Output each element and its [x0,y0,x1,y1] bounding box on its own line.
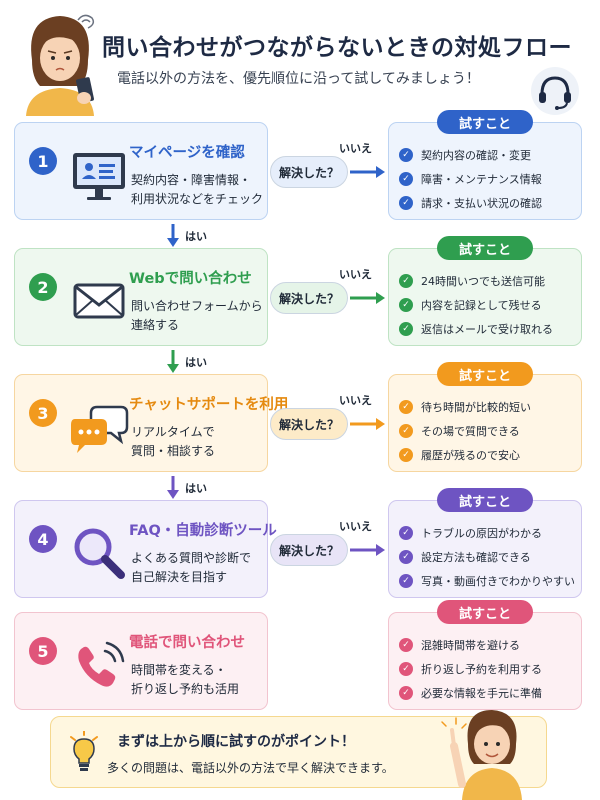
yes-label: はい [185,230,207,243]
list-item: ✓待ち時間が比較的短い [399,395,531,419]
header: 問い合わせがつながらないときの対処フロー 電話以外の方法を、優先順位に沿って試し… [0,0,600,118]
check-icon: ✓ [399,574,413,588]
check-icon: ✓ [399,274,413,288]
check-icon: ✓ [399,400,413,414]
step-description: リアルタイムで 質問・相談する [131,425,216,458]
page-title: 問い合わせがつながらないときの対処フロー [102,35,572,61]
try-header: 試すこと [437,600,533,624]
step-number-badge: 4 [29,525,57,553]
step-description: 問い合わせフォームから 連絡する [131,299,263,332]
arrow-right-icon [350,544,385,556]
monitor-profile-icon [73,153,125,200]
step-card-3: 3 チャットサポートを利用 リアルタイムで 質問・相談する [14,374,288,472]
resolved-question-pill: 解決した？ [270,534,348,566]
step-title: 電話で問い合わせ [129,635,245,651]
check-icon: ✓ [399,526,413,540]
no-label: いいえ [339,142,372,155]
no-label: いいえ [339,520,372,533]
check-icon: ✓ [399,172,413,186]
pointing-woman-illustration [441,710,522,800]
confused-woman-illustration [26,14,95,116]
list-item: ✓その場で質問できる [399,419,531,443]
try-card-1: 試すこと ✓契約内容の確認・変更 ✓障害・メンテナンス情報 ✓請求・支払い状況の… [388,110,582,220]
yes-label: はい [185,482,207,495]
arrow-right-icon [350,166,385,178]
try-list: ✓混雑時間帯を避ける ✓折り返し予約を利用する ✓必要な情報を手元に準備 [399,633,542,705]
tip-subtitle: 多くの問題は、電話以外の方法で早く解決できます。 [107,761,394,775]
tip-title: まずは上から順に試すのがポイント！ [117,734,355,750]
lightbulb-icon [70,731,98,771]
try-card-2: 試すこと ✓24時間いつでも送信可能 ✓内容を記録として残せる ✓返信はメールで… [388,236,582,346]
step-description: よくある質問や診断で 自己解決を目指す [131,551,252,584]
list-item: ✓写真・動画付きでわかりやすい [399,569,575,593]
step-title: マイページを確認 [129,145,245,161]
try-header: 試すこと [437,362,533,386]
list-item: ✓返信はメールで受け取れる [399,317,553,341]
check-icon: ✓ [399,148,413,162]
resolved-question-pill: 解決した？ [270,408,348,440]
page-subtitle: 電話以外の方法を、優先順位に沿って試してみましょう！ [117,71,480,87]
check-icon: ✓ [399,638,413,652]
no-label: いいえ [339,394,372,407]
try-list: ✓待ち時間が比較的短い ✓その場で質問できる ✓履歴が残るので安心 [399,395,531,467]
list-item: ✓請求・支払い状況の確認 [399,191,542,215]
arrow-down-icon [167,224,179,247]
list-item: ✓契約内容の確認・変更 [399,143,542,167]
arrow-right-icon [350,418,385,430]
step-title: Webで問い合わせ [129,271,252,287]
try-header: 試すこと [437,488,533,512]
try-list: ✓トラブルの原因がわかる ✓設定方法も確認できる ✓写真・動画付きでわかりやすい [399,521,575,593]
list-item: ✓トラブルの原因がわかる [399,521,575,545]
check-icon: ✓ [399,662,413,676]
try-header: 試すこと [437,236,533,260]
step-title: チャットサポートを利用 [129,397,289,413]
step-number-badge: 1 [29,147,57,175]
try-card-5: 試すこと ✓混雑時間帯を避ける ✓折り返し予約を利用する ✓必要な情報を手元に準… [388,600,582,710]
chat-bubbles-icon [71,405,129,453]
check-icon: ✓ [399,448,413,462]
arrow-down-icon [167,350,179,373]
list-item: ✓折り返し予約を利用する [399,657,542,681]
resolved-question-pill: 解決した？ [270,282,348,314]
try-card-4: 試すこと ✓トラブルの原因がわかる ✓設定方法も確認できる ✓写真・動画付きでわ… [388,488,582,598]
check-icon: ✓ [399,322,413,336]
try-list: ✓24時間いつでも送信可能 ✓内容を記録として残せる ✓返信はメールで受け取れる [399,269,553,341]
arrow-right-icon [350,292,385,304]
step-card-4: 4 FAQ・自動診断ツール よくある質問や診断で 自己解決を目指す [14,500,277,598]
list-item: ✓必要な情報を手元に準備 [399,681,542,705]
arrow-down-icon [167,476,179,499]
list-item: ✓内容を記録として残せる [399,293,553,317]
no-label: いいえ [339,268,372,281]
check-icon: ✓ [399,686,413,700]
magnifier-icon [74,528,125,579]
check-icon: ✓ [399,196,413,210]
list-item: ✓履歴が残るので安心 [399,443,531,467]
step-card-5: 5 電話で問い合わせ 時間帯を変える・ 折り返し予約も活用 [14,612,268,710]
try-list: ✓契約内容の確認・変更 ✓障害・メンテナンス情報 ✓請求・支払い状況の確認 [399,143,542,215]
step-number-badge: 5 [29,637,57,665]
check-icon: ✓ [399,424,413,438]
step-number-badge: 3 [29,399,57,427]
headset-icon [531,67,579,115]
try-header: 試すこと [437,110,533,134]
envelope-icon [73,283,125,319]
try-card-3: 試すこと ✓待ち時間が比較的短い ✓その場で質問できる ✓履歴が残るので安心 [388,362,582,472]
resolved-question-pill: 解決した？ [270,156,348,188]
step-description: 時間帯を変える・ 折り返し予約も活用 [131,663,240,696]
phone-icon [78,641,125,687]
list-item: ✓設定方法も確認できる [399,545,575,569]
yes-label: はい [185,356,207,369]
list-item: ✓24時間いつでも送信可能 [399,269,553,293]
step-title: FAQ・自動診断ツール [129,523,277,539]
list-item: ✓障害・メンテナンス情報 [399,167,542,191]
step-description: 契約内容・障害情報・ 利用状況などをチェック [131,173,264,206]
step-card-1: 1 マイページを確認 契約内容・障害情報・ 利用状況などをチェック [14,122,268,220]
check-icon: ✓ [399,298,413,312]
check-icon: ✓ [399,550,413,564]
tip-box: まずは上から順に試すのがポイント！ 多くの問題は、電話以外の方法で早く解決できま… [50,716,547,788]
list-item: ✓混雑時間帯を避ける [399,633,542,657]
step-card-2: 2 Webで問い合わせ 問い合わせフォームから 連絡する [14,248,268,346]
step-number-badge: 2 [29,273,57,301]
